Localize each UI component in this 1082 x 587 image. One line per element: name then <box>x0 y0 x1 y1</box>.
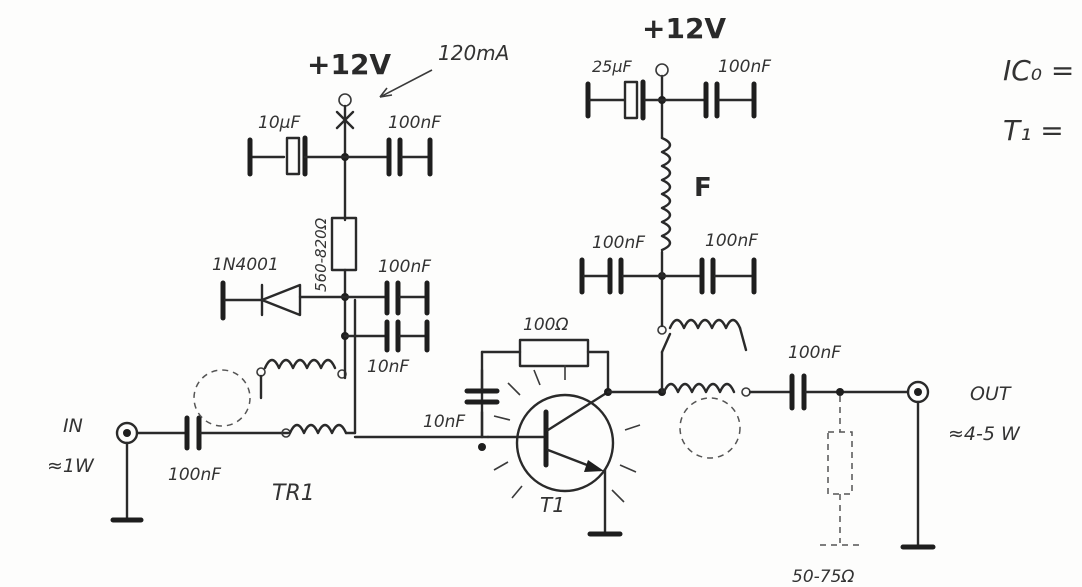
label-out: OUT <box>970 383 1012 405</box>
label-supply-right: +12V <box>642 12 726 45</box>
input-connector <box>115 421 139 445</box>
current-arrow <box>379 69 433 98</box>
label-100nf-bias: 100nF <box>378 257 431 277</box>
cap-10nf-bias <box>343 319 430 353</box>
cap-100nf-mid-left <box>579 257 664 295</box>
input-capacitor <box>184 415 202 451</box>
dummy-load <box>820 396 860 546</box>
label-out-power: ≈4-5 W <box>948 423 1021 445</box>
label-in: IN <box>63 415 83 437</box>
label-10uf: 10µF <box>258 113 300 133</box>
label-current: 120mA <box>438 41 509 65</box>
collector-coil <box>662 382 736 394</box>
label-diode: 1N4001 <box>212 255 279 275</box>
diode-1n4001 <box>220 280 347 321</box>
current-measure-cross <box>335 110 355 130</box>
label-tr1: TR1 <box>272 481 315 506</box>
label-10nf-bias: 10nF <box>367 357 409 377</box>
cap-100nf-top-right <box>660 81 757 119</box>
bias-resistor <box>330 216 358 272</box>
label-100nf-mid-left: 100nF <box>592 233 645 253</box>
cap-25uf <box>585 79 664 121</box>
label-t1: T1 <box>540 493 565 517</box>
feedback-resistor <box>518 338 590 368</box>
label-100nf-in: 100nF <box>168 465 221 485</box>
label-load: 50-75Ω <box>792 567 854 587</box>
output-core-outline <box>679 397 741 459</box>
label-100nf-top-left: 100nF <box>388 113 441 133</box>
cap-100nf-top-left <box>343 137 433 177</box>
left-supply-terminal <box>338 93 352 107</box>
label-10nf-feedback: 10nF <box>423 412 465 432</box>
label-100nf-top-right: 100nF <box>718 57 771 77</box>
note-ic: IC₀ = <box>1003 54 1074 87</box>
output-connector <box>900 380 936 550</box>
cap-100nf-bias <box>343 280 430 316</box>
note-t1: T₁ = <box>1003 114 1064 147</box>
collector-choke-coil <box>668 318 742 330</box>
bias-coil <box>263 358 337 370</box>
right-supply-terminal <box>655 63 669 77</box>
cap-100nf-out <box>789 373 807 411</box>
tr1-primary-coil <box>288 423 348 435</box>
cap-10uf <box>247 135 347 177</box>
transistor-heat-rays <box>493 365 641 503</box>
label-100nf-mid-right: 100nF <box>705 231 758 251</box>
label-25uf: 25µF <box>592 57 633 76</box>
input-ground <box>110 441 144 523</box>
tr1-core-outline <box>193 369 251 427</box>
label-feedback-resistor: 100Ω <box>523 315 568 335</box>
cap-100nf-mid-right <box>660 257 757 295</box>
label-bias-resistor: 560-820Ω <box>312 217 330 292</box>
transistor-t1 <box>486 390 623 537</box>
cap-10nf-feedback <box>464 368 500 439</box>
label-in-power: ≈1W <box>47 455 95 477</box>
label-choke-f: F <box>694 173 712 203</box>
label-100nf-out: 100nF <box>788 343 841 363</box>
label-supply-left: +12V <box>307 48 391 81</box>
rf-choke-f <box>660 136 672 252</box>
